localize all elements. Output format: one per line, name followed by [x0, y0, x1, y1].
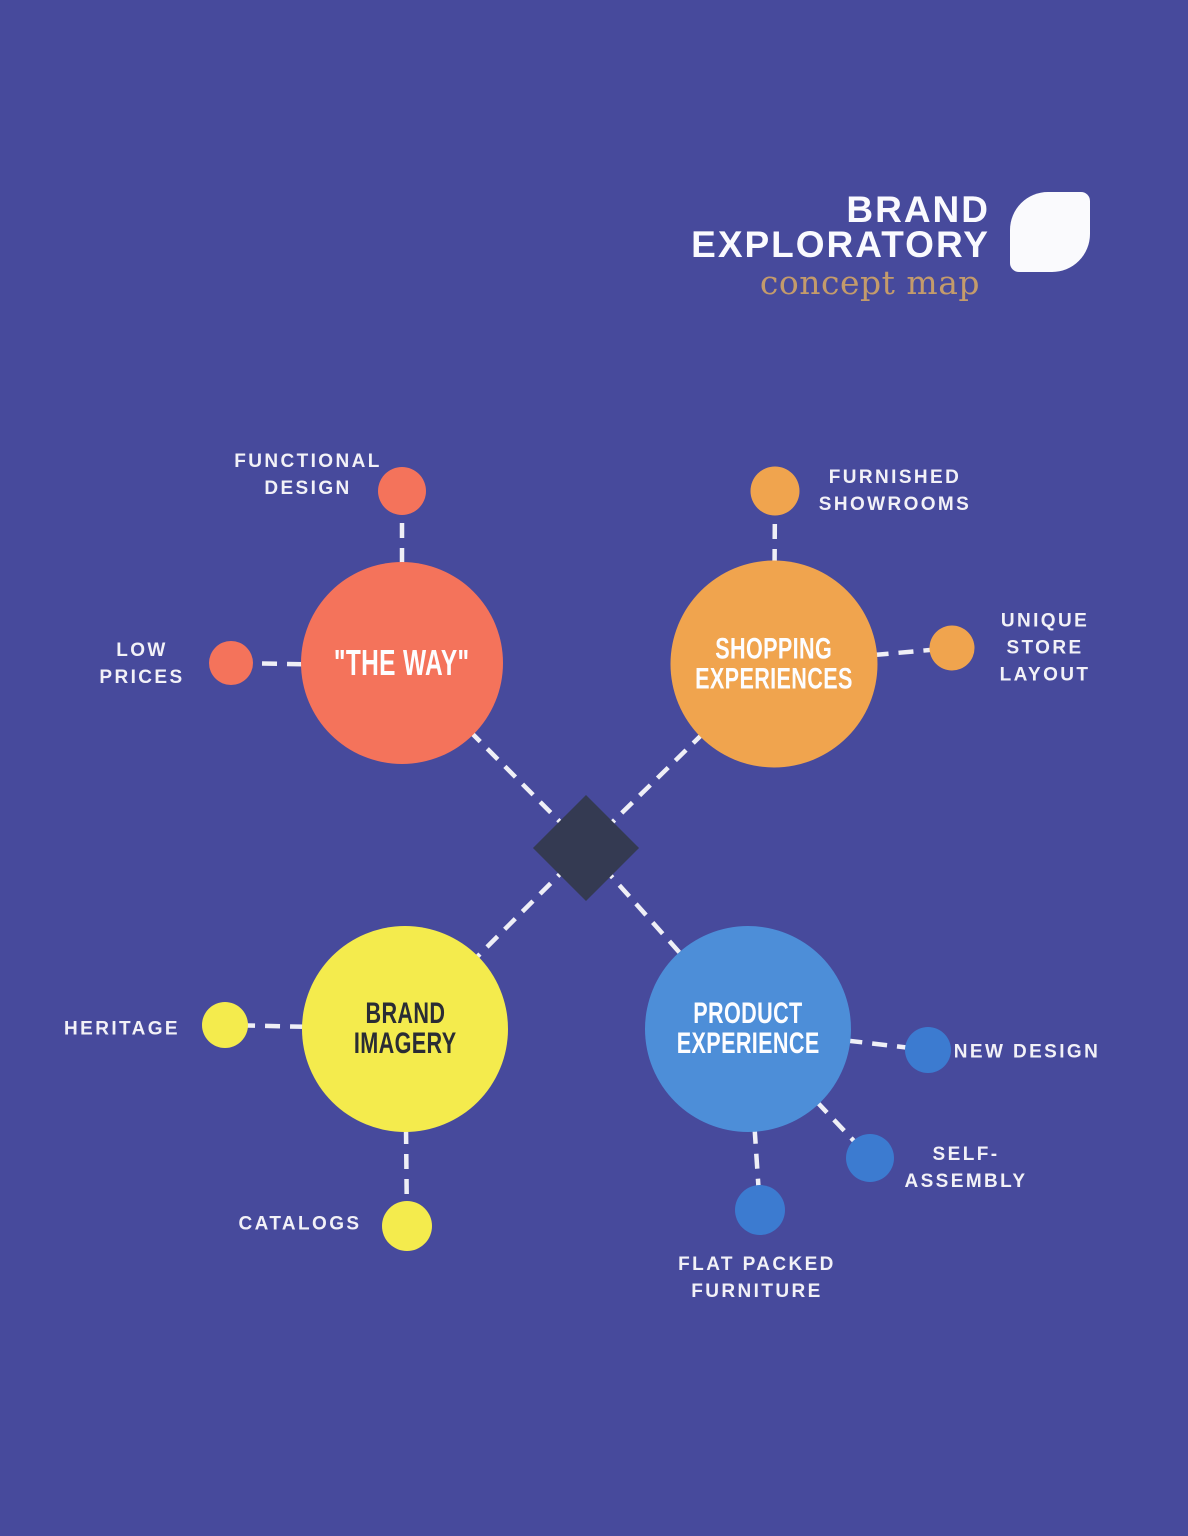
logo-title-line2: EXPLORATORY [691, 224, 990, 265]
label-functional-design: FUNCTIONAL DESIGN [234, 448, 381, 502]
node-shopping-experiences-title-line2: EXPERIENCES [695, 662, 853, 695]
label-furnished-showrooms: FURNISHED SHOWROOMS [819, 464, 972, 518]
connector-center-the-way [400, 661, 588, 850]
label-flat-packed-furniture: FLAT PACKED FURNITURE [678, 1251, 836, 1305]
label-self-assembly: SELF- ASSEMBLY [904, 1141, 1027, 1195]
label-low-prices-line2: PRICES [99, 667, 185, 688]
label-heritage-line1: HERITAGE [64, 1018, 180, 1040]
label-new-design-line1: NEW DESIGN [953, 1041, 1101, 1063]
satellite-catalogs [382, 1201, 432, 1251]
node-product-experience: PRODUCT EXPERIENCE [645, 926, 851, 1132]
label-flat-packed-furniture-line2: FURNITURE [691, 1281, 823, 1302]
node-product-experience-title-line2: EXPERIENCE [676, 1027, 820, 1060]
node-brand-imagery: BRAND IMAGERY [302, 926, 508, 1132]
logo-title-line1: BRAND [846, 189, 990, 230]
label-catalogs-line1: CATALOGS [238, 1213, 362, 1235]
label-unique-store-layout-line3: LAYOUT [999, 664, 1091, 686]
label-catalogs: CATALOGS [239, 1211, 362, 1238]
satellite-functional-design [378, 467, 426, 515]
label-self-assembly-line1: SELF- [932, 1144, 1000, 1165]
satellite-heritage [202, 1002, 248, 1048]
satellite-unique-store-layout [929, 625, 975, 671]
label-unique-store-layout: UNIQUE STORE LAYOUT [1000, 608, 1091, 689]
node-shopping-experiences-title-line1: SHOPPING [715, 632, 833, 665]
satellite-low-prices [209, 641, 253, 685]
label-flat-packed-furniture-line1: FLAT PACKED [678, 1254, 836, 1275]
label-functional-design-line2: DESIGN [264, 478, 352, 499]
label-functional-design-line1: FUNCTIONAL [234, 451, 382, 472]
logo-text-block: BRAND EXPLORATORY concept map [691, 189, 990, 304]
satellite-furnished-showrooms [750, 466, 800, 516]
label-unique-store-layout-line2: STORE [1006, 637, 1084, 659]
node-brand-imagery-title-line2: IMAGERY [353, 1027, 457, 1060]
label-self-assembly-line2: ASSEMBLY [904, 1171, 1028, 1192]
brand-exploratory-logo: BRAND EXPLORATORY concept map [691, 189, 1090, 304]
node-product-experience-title-line1: PRODUCT [693, 997, 803, 1030]
label-furnished-showrooms-line1: FURNISHED [828, 467, 962, 488]
label-furnished-showrooms-line2: SHOWROOMS [818, 494, 972, 515]
connector-center-shopping-experiences [584, 662, 776, 850]
node-shopping-experiences: SHOPPING EXPERIENCES [670, 560, 878, 768]
label-unique-store-layout-line1: UNIQUE [1000, 610, 1090, 632]
logo-mark-icon [1010, 192, 1090, 272]
satellite-new-design [905, 1027, 951, 1073]
label-heritage: HERITAGE [64, 1016, 180, 1043]
logo-subtitle: concept map [759, 263, 980, 302]
node-the-way-title: "THE WAY" [334, 642, 470, 683]
label-new-design: NEW DESIGN [954, 1039, 1100, 1066]
label-low-prices: LOW PRICES [99, 637, 184, 691]
satellite-self-assembly [846, 1134, 894, 1182]
node-brand-imagery-title-line1: BRAND [365, 997, 445, 1030]
node-the-way: "THE WAY" [301, 562, 503, 764]
satellite-flat-packed-furniture [735, 1185, 785, 1235]
label-low-prices-line1: LOW [116, 640, 168, 661]
